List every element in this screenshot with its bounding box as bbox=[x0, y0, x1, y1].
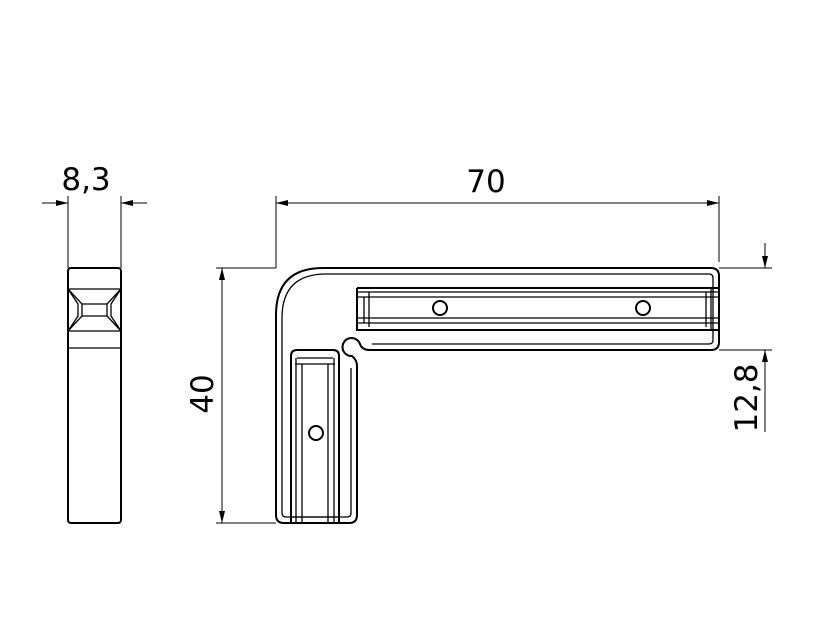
side-view bbox=[67, 267, 122, 524]
horizontal-channel bbox=[356, 287, 718, 331]
screw-hole bbox=[308, 425, 324, 441]
l-bracket-outline bbox=[275, 267, 720, 524]
side-view-notch-right-inner bbox=[110, 288, 122, 332]
dimension-total-height: 40 bbox=[185, 267, 276, 524]
side-view-outline bbox=[67, 267, 122, 524]
dimension-label-profile-width: 12,8 bbox=[729, 363, 765, 432]
dimension-total-length: 70 bbox=[275, 164, 720, 268]
dimension-label-total-length: 70 bbox=[466, 164, 505, 200]
screw-hole bbox=[635, 300, 651, 316]
l-bracket-inner-contour bbox=[281, 273, 714, 518]
side-view-notch-right bbox=[106, 288, 122, 332]
channel-outline bbox=[290, 349, 340, 523]
side-view-notch-left-inner bbox=[67, 288, 79, 332]
dimension-label-total-height: 40 bbox=[185, 374, 221, 413]
side-view-notch-left bbox=[67, 288, 83, 332]
screw-hole bbox=[432, 300, 448, 316]
dimension-side-width: 8,3 bbox=[42, 162, 147, 268]
channel-outline bbox=[356, 287, 718, 331]
dimension-profile-width: 12,8 bbox=[719, 243, 772, 433]
front-view bbox=[275, 267, 720, 524]
dimension-label-side-width: 8,3 bbox=[61, 162, 110, 198]
vertical-channel bbox=[290, 349, 340, 523]
